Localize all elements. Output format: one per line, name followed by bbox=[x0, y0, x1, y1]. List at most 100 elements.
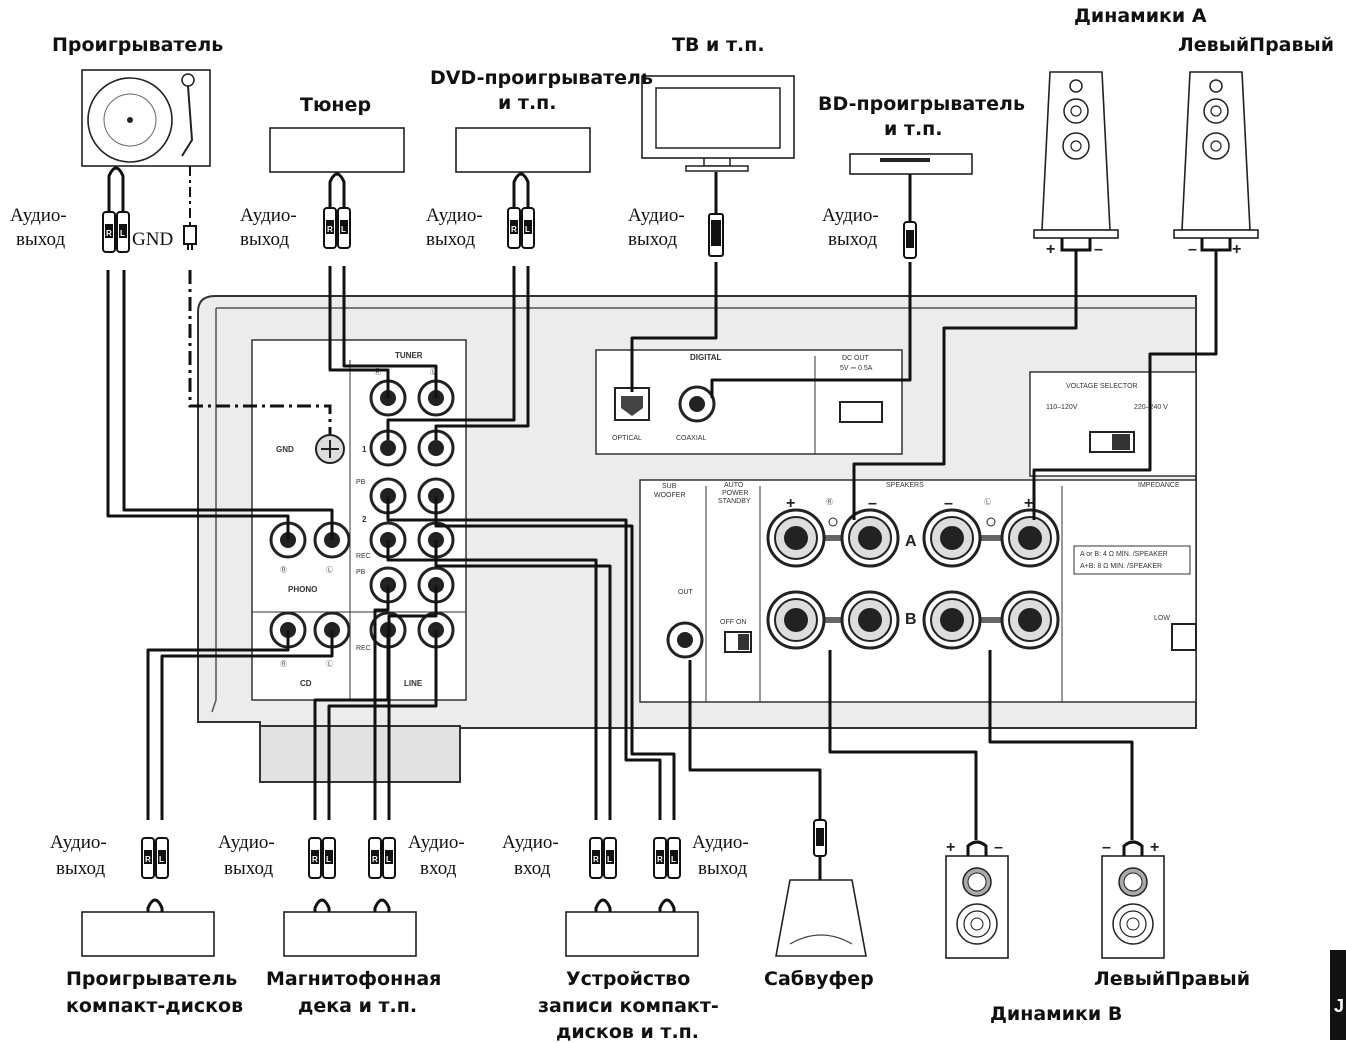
svg-text:+: + bbox=[1150, 839, 1159, 856]
panel-row-b-label: B bbox=[905, 611, 917, 628]
panel-off-on-label: OFF ON bbox=[720, 619, 746, 626]
panel-spk-r: Ⓡ bbox=[826, 498, 833, 506]
auto-power-standby-switch[interactable] bbox=[724, 631, 752, 653]
svg-text:R: R bbox=[372, 855, 378, 864]
speakers-b-left-right: ЛевыйПравый bbox=[1094, 968, 1250, 990]
speaker-terminal-a-r-minus[interactable] bbox=[840, 508, 900, 568]
cd-player-label-line2: компакт-дисков bbox=[66, 995, 243, 1017]
svg-text:R: R bbox=[657, 855, 663, 864]
panel-tuner-label: TUNER bbox=[395, 351, 423, 360]
panel-dc-out-label: DC OUT bbox=[842, 355, 870, 362]
cables bbox=[106, 250, 1218, 840]
panel-impedance-text-2: A+B: 8 Ω MIN. /SPEAKER bbox=[1080, 563, 1162, 570]
panel-rec2-label: REC bbox=[356, 645, 371, 652]
cdr-audio-in-2: вход bbox=[514, 858, 551, 879]
tape-audio-out-2: выход bbox=[224, 858, 273, 879]
svg-text:L: L bbox=[386, 855, 391, 864]
subwoofer-device bbox=[775, 879, 867, 957]
panel-subwoofer-label-2: WOOFER bbox=[654, 492, 686, 499]
speaker-terminal-b-r-minus[interactable] bbox=[840, 590, 900, 650]
dvd-l-plug: L bbox=[521, 207, 535, 249]
panel-tuner-l: Ⓛ bbox=[430, 368, 437, 376]
coaxial-input-jack[interactable] bbox=[678, 385, 716, 423]
speaker-b-left: +– bbox=[945, 839, 1009, 959]
bd-audio-out-2: выход bbox=[828, 229, 877, 250]
panel-row-a-label: A bbox=[905, 533, 917, 550]
cd-l-plug: L bbox=[155, 837, 169, 879]
subwoofer-out-jack[interactable] bbox=[666, 621, 704, 659]
speakers-a-label: Динамики A bbox=[1074, 5, 1207, 27]
gnd-terminal[interactable] bbox=[315, 434, 345, 464]
panel-auto-label-1: AUTO bbox=[724, 482, 744, 489]
cd-player-device bbox=[81, 911, 215, 957]
tv-device bbox=[641, 75, 795, 172]
svg-text:R: R bbox=[327, 225, 333, 234]
svg-text:–: – bbox=[1094, 241, 1103, 258]
speaker-terminal-a-r-plus[interactable] bbox=[766, 508, 826, 568]
voltage-selector-switch[interactable] bbox=[1089, 431, 1135, 453]
tape-audio-in-1: Аудио- bbox=[408, 832, 465, 853]
turntable-label: Проигрыватель bbox=[52, 34, 223, 56]
panel-line-label: LINE bbox=[404, 679, 423, 688]
turntable-r-plug: R bbox=[102, 211, 116, 253]
svg-text:L: L bbox=[326, 855, 331, 864]
speaker-terminal-b-l-minus[interactable] bbox=[922, 590, 982, 650]
cd-r-plug: R bbox=[141, 837, 155, 879]
cdr-in-r-plug: R bbox=[589, 837, 603, 879]
svg-text:+: + bbox=[1046, 241, 1055, 258]
speaker-a-right: –+ bbox=[1173, 71, 1259, 258]
turntable-audio-out-2: выход bbox=[16, 229, 65, 250]
svg-text:+: + bbox=[946, 839, 955, 856]
tape-out-r-plug: R bbox=[308, 837, 322, 879]
speaker-terminal-b-r-plus[interactable] bbox=[766, 590, 826, 650]
speaker-b-right: –+ bbox=[1101, 839, 1165, 959]
panel-gnd-label: GND bbox=[276, 445, 294, 454]
panel-phono-label: PHONO bbox=[288, 585, 317, 594]
coaxial-plug bbox=[903, 174, 917, 259]
bd-label-line1: BD-проигрыватель bbox=[818, 93, 1025, 115]
tv-audio-out-2: выход bbox=[628, 229, 677, 250]
dvd-player-device bbox=[455, 127, 591, 173]
tuner-audio-out-1: Аудио- bbox=[240, 205, 297, 226]
cd-recorder-device bbox=[565, 911, 699, 957]
turntable-l-plug: L bbox=[116, 211, 130, 253]
cd-player-label-line1: Проигрыватель bbox=[66, 968, 237, 990]
cd-audio-out-2: выход bbox=[56, 858, 105, 879]
dc-out-port[interactable] bbox=[839, 401, 883, 423]
panel-voltage-selector-label: VOLTAGE SELECTOR bbox=[1066, 383, 1138, 390]
optical-input-jack[interactable] bbox=[614, 387, 650, 421]
tv-label: ТВ и т.п. bbox=[672, 34, 765, 56]
speakers-a-left-right: ЛевыйПравый bbox=[1178, 34, 1334, 56]
rca-jack-line1-pb-l[interactable] bbox=[417, 429, 455, 467]
speaker-terminal-a-l-minus[interactable] bbox=[922, 508, 982, 568]
panel-rec1-label: REC bbox=[356, 553, 371, 560]
panel-auto-label-3: STANDBY bbox=[718, 498, 751, 505]
speaker-terminal-a-l-plus[interactable] bbox=[1000, 508, 1060, 568]
cdr-audio-out-2: выход bbox=[698, 858, 747, 879]
svg-text:–: – bbox=[1188, 241, 1197, 258]
panel-line2-label: 2 bbox=[362, 515, 367, 524]
tuner-label: Тюнер bbox=[300, 94, 371, 116]
tuner-l-plug: L bbox=[337, 207, 351, 249]
panel-optical-label: OPTICAL bbox=[612, 435, 642, 442]
panel-cd-l: Ⓛ bbox=[326, 660, 333, 668]
panel-line1-label: 1 bbox=[362, 445, 367, 454]
tape-out-l-plug: L bbox=[322, 837, 336, 879]
cd-recorder-label-line1: Устройство bbox=[566, 968, 690, 990]
cdr-audio-in-1: Аудио- bbox=[502, 832, 559, 853]
panel-tuner-r: Ⓡ bbox=[374, 368, 381, 376]
panel-impedance-label: IMPEDANCE bbox=[1138, 482, 1180, 489]
impedance-switch[interactable] bbox=[1171, 623, 1197, 651]
cd-recorder-label-line3: дисков и т.п. bbox=[556, 1021, 699, 1043]
panel-plus-1: + bbox=[786, 495, 795, 512]
panel-auto-label-2: POWER bbox=[722, 490, 748, 497]
svg-text:R: R bbox=[145, 855, 151, 864]
gnd-spade-plug bbox=[183, 166, 197, 250]
svg-text:L: L bbox=[120, 229, 125, 238]
svg-text:R: R bbox=[593, 855, 599, 864]
speaker-terminal-b-l-plus[interactable] bbox=[1000, 590, 1060, 650]
tape-audio-out-1: Аудио- bbox=[218, 832, 275, 853]
page-tab bbox=[1330, 950, 1346, 1040]
panel-subwoofer-label-1: SUB bbox=[662, 483, 677, 490]
panel-cd-label: CD bbox=[300, 679, 312, 688]
